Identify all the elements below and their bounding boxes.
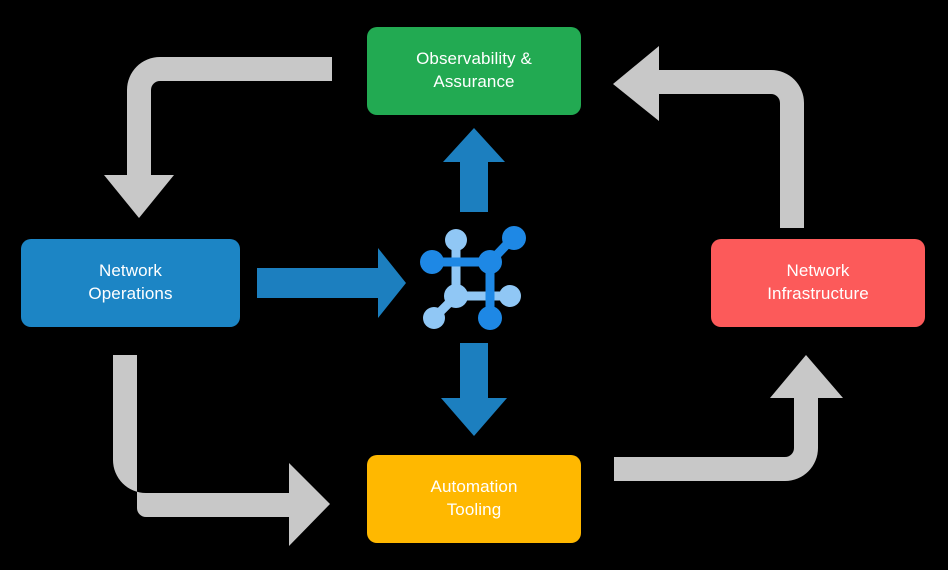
- node-operations-line1: Network: [98, 261, 163, 281]
- icon-node-hub-upper-right: [478, 250, 502, 274]
- blue-arrow-operations-to-center: [257, 248, 406, 318]
- node-observability-line1: Observability &: [416, 49, 532, 69]
- blue-arrow-center-to-observability: [443, 128, 505, 212]
- network-topology-icon: [420, 226, 526, 330]
- node-network-infrastructure[interactable]: Network Infrastructure: [711, 239, 925, 327]
- icon-node-bottom-right: [478, 306, 502, 330]
- icon-node-top-left: [445, 229, 467, 251]
- grey-arrow-observability-to-operations: [104, 57, 332, 218]
- grey-arrow-infrastructure-to-observability: [613, 46, 804, 228]
- node-network-operations[interactable]: Network Operations: [21, 239, 240, 327]
- node-automation-tooling[interactable]: Automation Tooling: [367, 455, 581, 543]
- blue-arrow-center-to-automation: [441, 343, 507, 436]
- node-automation-line2: Tooling: [446, 500, 502, 519]
- icon-node-top-right: [502, 226, 526, 250]
- icon-node-hub-lower-left: [444, 284, 468, 308]
- grey-arrow-operations-to-automation: [113, 355, 330, 546]
- node-infrastructure-line1: Network: [786, 261, 850, 281]
- icon-node-bottom-left: [423, 307, 445, 329]
- node-automation-line1: Automation: [430, 477, 518, 497]
- node-operations-line2: Operations: [88, 284, 173, 303]
- icon-node-left-middle: [420, 250, 444, 274]
- grey-arrow-automation-to-infrastructure: [614, 355, 843, 481]
- node-observability-assurance[interactable]: Observability & Assurance: [367, 27, 581, 115]
- icon-node-right-middle: [499, 285, 521, 307]
- node-observability-line2: Assurance: [433, 72, 515, 91]
- node-infrastructure-line2: Infrastructure: [767, 284, 869, 303]
